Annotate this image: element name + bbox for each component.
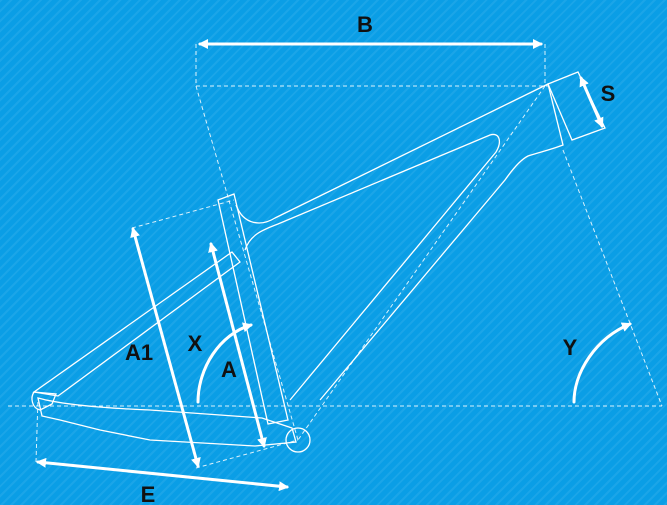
dimension-a1-arrow	[130, 227, 201, 468]
dimension-labels: B S A1 X A Y E	[125, 12, 615, 505]
label-x: X	[188, 331, 203, 356]
frame-outline	[31, 71, 606, 453]
dimension-e-arrow	[36, 457, 289, 492]
construction-lines	[8, 44, 663, 469]
down-tube-inner	[244, 133, 501, 401]
bottom-bracket	[285, 427, 311, 453]
label-a: A	[221, 357, 237, 382]
head-angle-line	[562, 149, 663, 407]
label-e: E	[141, 482, 156, 505]
e-left-extension	[35, 397, 39, 463]
label-s: S	[601, 81, 616, 106]
label-y: Y	[563, 335, 578, 360]
angle-x-arc	[196, 322, 253, 404]
a1-top-extension	[131, 199, 235, 229]
label-a1: A1	[125, 340, 153, 365]
dimension-s-arrow	[579, 76, 604, 128]
label-b: B	[357, 12, 373, 37]
dimension-arrows	[36, 39, 632, 492]
angle-y-arc	[572, 322, 632, 404]
rear-dropout	[31, 391, 57, 411]
seat-stay-outline	[32, 251, 241, 397]
steering-axis-line	[297, 85, 546, 441]
top-tube-outline	[235, 83, 564, 401]
bb-extension	[195, 439, 299, 469]
dimension-a-arrow	[208, 242, 267, 448]
head-tube-outline	[547, 71, 606, 141]
